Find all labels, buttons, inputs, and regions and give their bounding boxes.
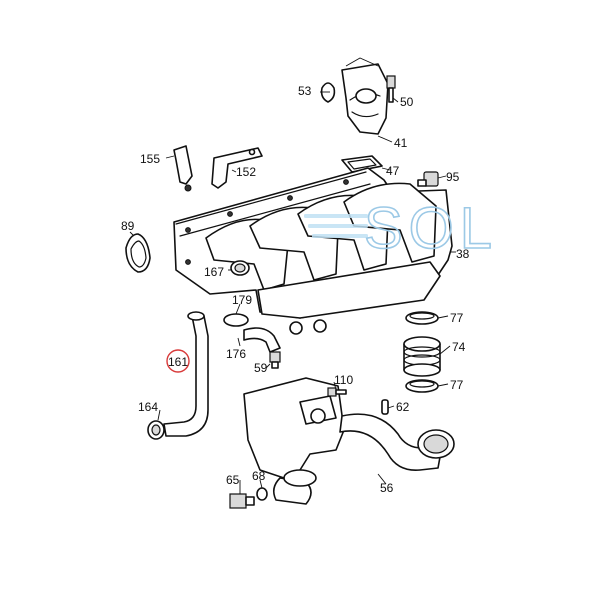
- callout-50: 50: [400, 95, 414, 109]
- callout-89: 89: [121, 219, 135, 233]
- part-179-clamp: [223, 313, 249, 327]
- callout-68: 68: [252, 469, 266, 483]
- part-89-gasket: [125, 233, 151, 273]
- callout-62: 62: [396, 400, 410, 414]
- callout-labels: 53 50 41 47 95 155 152 89 38 167 179 77 …: [121, 84, 470, 495]
- watermark-text: SOL: [364, 196, 498, 261]
- part-53-seal: [320, 82, 336, 103]
- callout-167: 167: [204, 265, 224, 279]
- part-161-hose: [163, 311, 209, 437]
- callout-65: 65: [226, 473, 240, 487]
- part-59-fitting: [269, 351, 281, 369]
- part-77-clamp-lower: [405, 379, 439, 393]
- part-95-sensor: [417, 171, 439, 187]
- callout-152: 152: [236, 165, 256, 179]
- part-164-clamp: [147, 420, 165, 440]
- callout-74: 74: [452, 340, 466, 354]
- callout-179: 179: [232, 293, 252, 307]
- callout-38: 38: [456, 247, 470, 261]
- part-167-clamp: [230, 260, 250, 276]
- callout-77-lower: 77: [450, 378, 464, 392]
- callout-161: 161: [168, 355, 188, 369]
- callout-95: 95: [446, 170, 460, 184]
- part-110-bolt: [327, 387, 347, 397]
- callout-56: 56: [380, 481, 394, 495]
- part-41-housing: [341, 63, 389, 135]
- part-155-bracket: [173, 145, 193, 192]
- callout-77-upper: 77: [450, 311, 464, 325]
- highlight-ring: [166, 349, 190, 373]
- callout-110: 110: [334, 373, 353, 387]
- leader-lines: [129, 57, 456, 494]
- callout-41: 41: [394, 136, 408, 150]
- part-47-gasket: [341, 155, 383, 173]
- part-68-washer: [256, 487, 268, 501]
- callout-176: 176: [226, 347, 246, 361]
- part-74-hose: [403, 336, 441, 377]
- part-77-clamp-upper: [405, 311, 439, 325]
- part-176-hose: [243, 327, 281, 353]
- callout-155: 155: [140, 152, 160, 166]
- part-65-fitting: [229, 493, 255, 509]
- watermark: SOL: [304, 195, 498, 262]
- part-56-lower-manifold: [243, 377, 455, 505]
- callout-164: 164: [138, 400, 158, 414]
- part-152-bracket: [211, 147, 263, 189]
- part-50-bolt: [386, 75, 396, 103]
- callout-59: 59: [254, 361, 268, 375]
- part-62-pin: [381, 399, 389, 415]
- callout-47: 47: [386, 164, 400, 178]
- callout-53: 53: [298, 84, 312, 98]
